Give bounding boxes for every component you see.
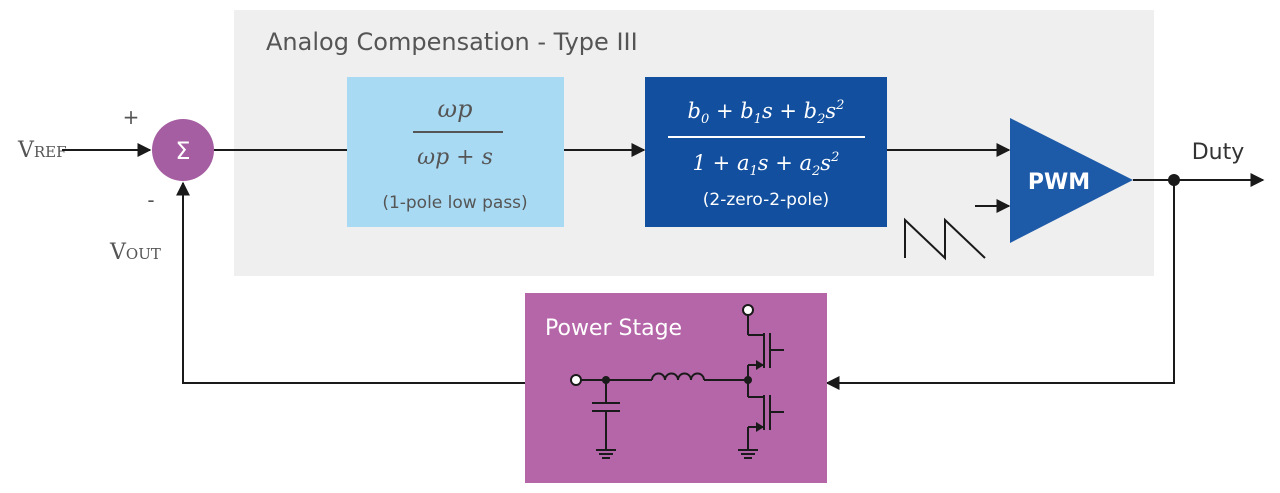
type3-block <box>645 77 887 227</box>
low-side-arrow-icon <box>756 422 764 432</box>
power-stage-block <box>525 293 827 483</box>
type3-denominator: 1 + a1s + a2s2 <box>693 150 840 179</box>
inductor-icon <box>651 372 705 381</box>
vout-feedback-wire <box>176 181 525 384</box>
type3-numerator: b0 + b1s + b2s2 <box>688 98 845 127</box>
duty-label: Duty <box>1192 140 1245 165</box>
plus-sign: + <box>123 105 140 129</box>
summing-junction <box>152 119 214 181</box>
lowpass-block <box>347 77 564 227</box>
high-side-arrow-icon <box>756 360 764 370</box>
compensation-title: Analog Compensation - Type III <box>266 28 638 56</box>
minus-sign: - <box>147 188 154 212</box>
pwm-block <box>1010 118 1133 243</box>
sum-symbol: Σ <box>175 137 190 165</box>
supply-terminal <box>742 304 754 316</box>
type3-caption: (2-zero-2-pole) <box>703 190 829 210</box>
vout-label: VOUT <box>109 240 161 265</box>
pwm-label: PWM <box>1028 170 1090 195</box>
sawtooth-icon <box>904 217 986 261</box>
power-stage-schematic <box>570 304 784 459</box>
lowpass-numerator: ωp <box>438 95 473 123</box>
duty-feedback-wire <box>825 180 1175 390</box>
power-stage-label: Power Stage <box>545 316 682 341</box>
output-terminal <box>570 374 582 386</box>
vref-label: VREF <box>17 138 67 163</box>
lowpass-denominator: ωp + s <box>417 145 493 170</box>
lowpass-caption: (1-pole low pass) <box>382 193 527 213</box>
